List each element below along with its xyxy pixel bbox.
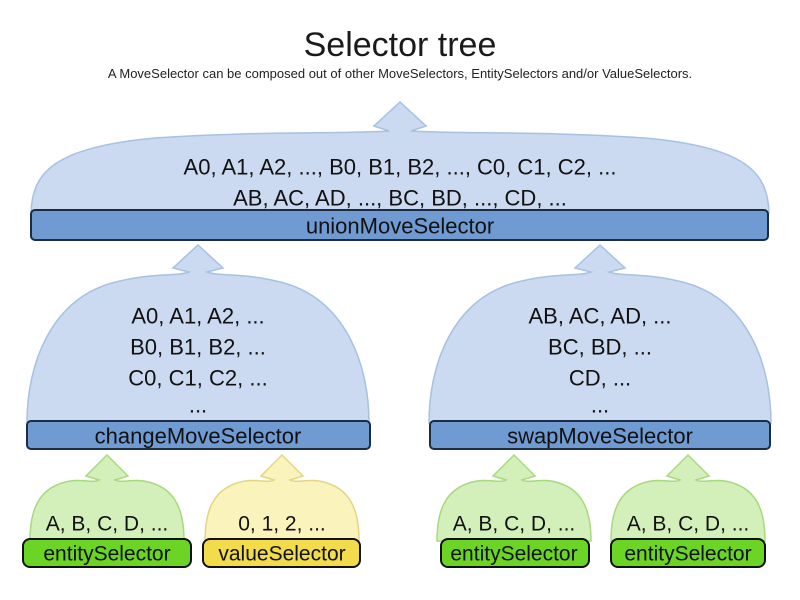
change-bar-label: changeMoveSelector bbox=[95, 424, 302, 449]
entity3-cloud-arrow-shape bbox=[610, 453, 766, 542]
change-items-line1: A0, A1, A2, ... bbox=[131, 304, 264, 329]
entity1-bar-label: entitySelector bbox=[43, 543, 170, 566]
swap-cloud-arrow-shape bbox=[428, 243, 772, 424]
entity2-cloud-arrow-shape bbox=[436, 453, 592, 542]
swap-items-line2: BC, BD, ... bbox=[548, 335, 652, 360]
entity-selector-2-bar bbox=[440, 538, 590, 568]
entity3-items: A, B, C, D, ... bbox=[627, 513, 750, 536]
value-selector-bar bbox=[202, 538, 361, 568]
union-move-selector-bar bbox=[30, 209, 769, 241]
change-cloud-arrow-shape bbox=[26, 243, 370, 424]
entity3-bar-label: entitySelector bbox=[624, 543, 751, 566]
union-cloud-arrow-shape bbox=[30, 100, 770, 214]
entity1-items: A, B, C, D, ... bbox=[46, 513, 169, 536]
change-items-line3: C0, C1, C2, ... bbox=[128, 366, 267, 391]
union-bar-label: unionMoveSelector bbox=[306, 214, 494, 239]
value1-items: 0, 1, 2, ... bbox=[238, 513, 326, 536]
entity-selector-1-bar bbox=[22, 538, 192, 568]
swap-items-line4: ... bbox=[591, 393, 609, 418]
change-items-line2: B0, B1, B2, ... bbox=[130, 335, 266, 360]
swap-items-line3: CD, ... bbox=[569, 366, 631, 391]
value1-bar-label: valueSelector bbox=[218, 543, 345, 566]
union-items-line2: AB, AC, AD, ..., BC, BD, ..., CD, ... bbox=[233, 186, 567, 211]
diagram-subtitle: A MoveSelector can be composed out of ot… bbox=[107, 66, 693, 81]
swap-items-line1: AB, AC, AD, ... bbox=[528, 304, 671, 329]
diagram-title: Selector tree bbox=[303, 26, 497, 64]
swap-bar-label: swapMoveSelector bbox=[507, 424, 693, 449]
entity1-cloud-arrow-shape bbox=[29, 453, 185, 542]
entity2-bar-label: entitySelector bbox=[450, 543, 577, 566]
entity2-items: A, B, C, D, ... bbox=[453, 513, 576, 536]
value1-cloud-arrow-shape bbox=[204, 453, 360, 542]
change-items-line4: ... bbox=[189, 393, 207, 418]
union-items-line1: A0, A1, A2, ..., B0, B1, B2, ..., C0, C1… bbox=[184, 155, 617, 180]
swap-move-selector-bar bbox=[429, 420, 771, 450]
entity-selector-3-bar bbox=[610, 538, 766, 568]
change-move-selector-bar bbox=[26, 420, 371, 450]
